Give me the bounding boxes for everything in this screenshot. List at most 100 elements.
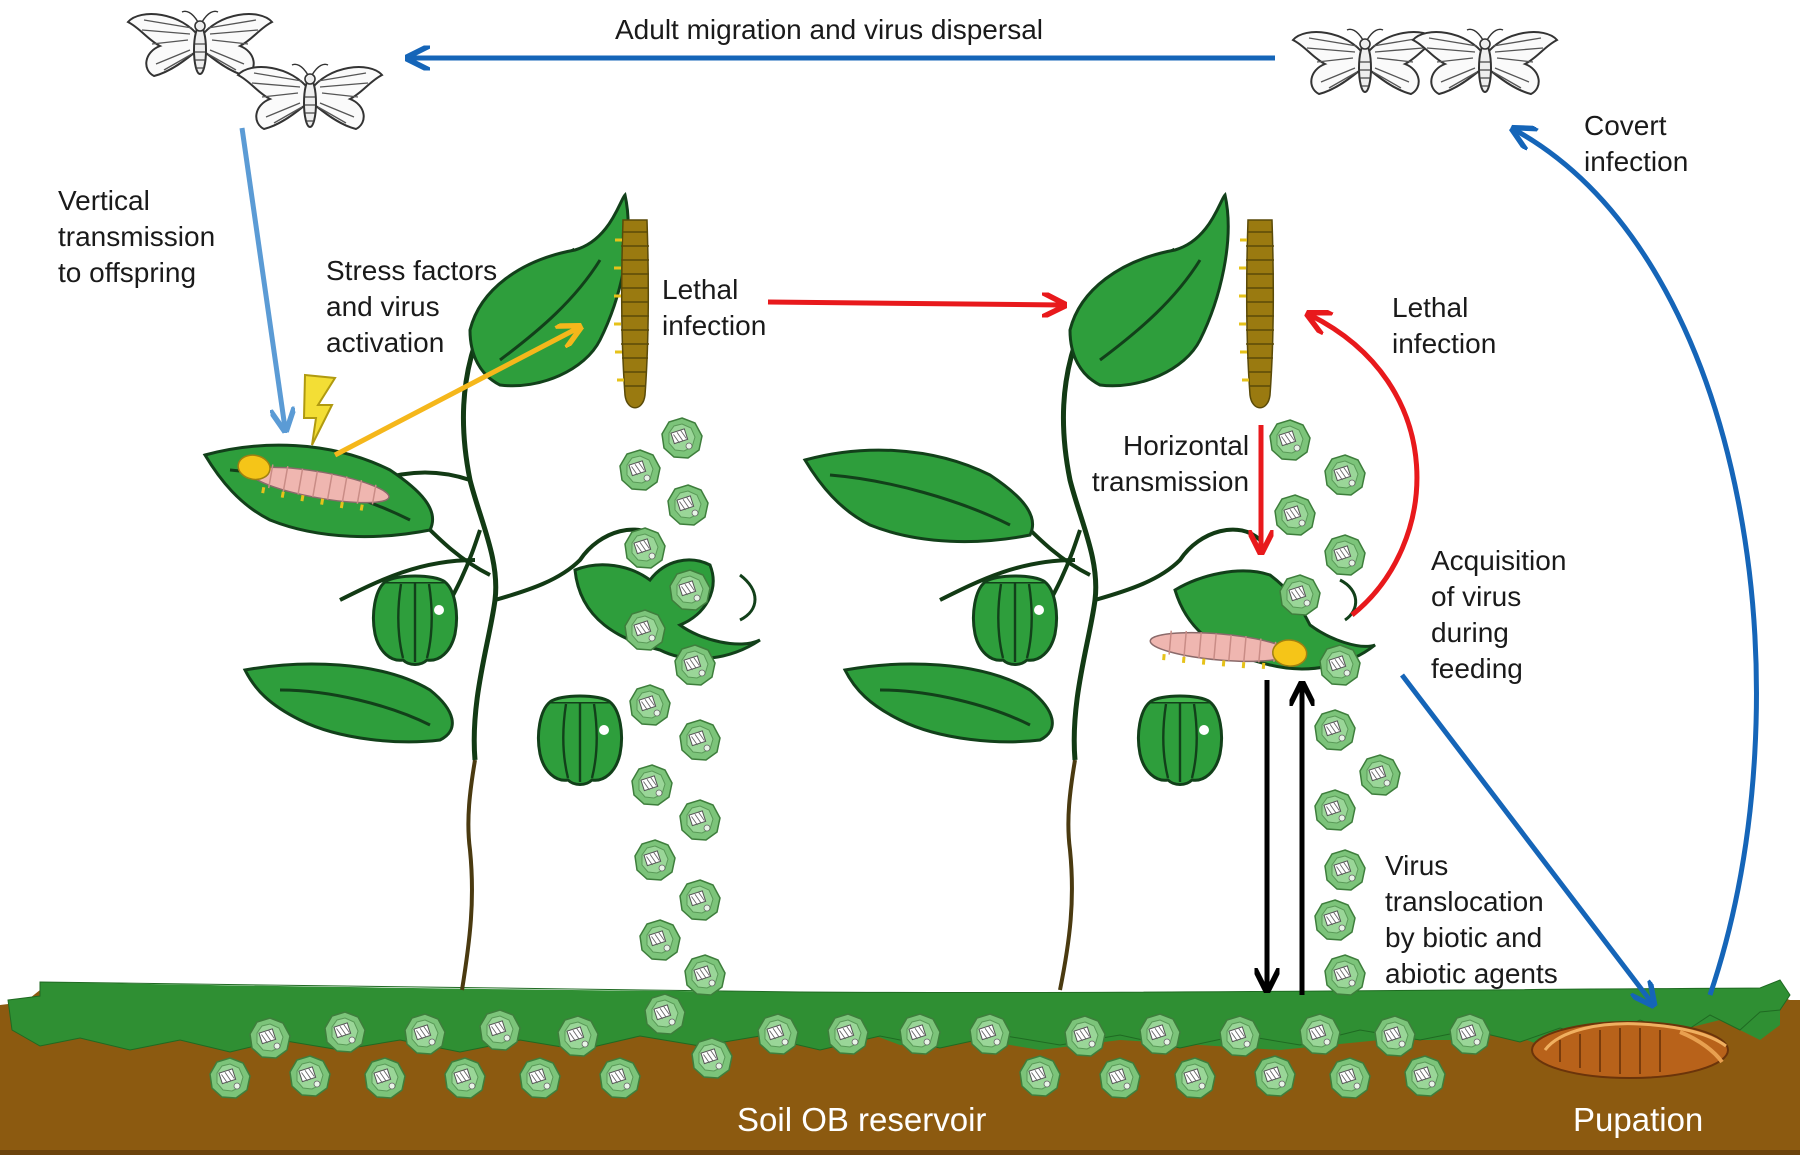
occlusion-body-icon — [1329, 1057, 1371, 1099]
occlusion-body-icon — [364, 1057, 406, 1099]
occlusion-body-icon — [1019, 1055, 1061, 1097]
label-line: to offspring — [58, 257, 197, 288]
label-line: transmission — [58, 221, 216, 252]
label-line: Covert — [1584, 110, 1667, 141]
occlusion-body-icon — [634, 839, 676, 881]
occlusion-body-icon — [1314, 789, 1356, 831]
occlusion-body-icon — [757, 1013, 799, 1055]
occlusion-body-icon — [1324, 954, 1366, 996]
occlusion-body-icon — [619, 449, 661, 491]
occlusion-body-icon — [679, 879, 721, 921]
occlusion-body-icon — [404, 1013, 446, 1055]
occlusion-body-icon — [1274, 494, 1316, 536]
pupa-icon — [1531, 1021, 1729, 1079]
occlusion-body-icon — [1269, 419, 1311, 461]
lethal-right-arrow — [1310, 315, 1420, 617]
occlusion-body-icon — [1314, 899, 1356, 941]
larva-icon — [1147, 626, 1308, 674]
occlusion-body-icon — [289, 1055, 331, 1097]
occlusion-body-icon — [827, 1013, 869, 1055]
label-line: Virus — [1385, 850, 1449, 881]
occlusion-body-icon — [519, 1057, 561, 1099]
acquisition-arrow — [1400, 673, 1652, 1003]
label-line: Vertical — [58, 185, 150, 216]
occlusion-body-icon — [249, 1017, 291, 1059]
label-line: infection — [1584, 146, 1689, 177]
occlusion-body-icon — [679, 799, 721, 841]
translocation-label: Virus translocation by biotic and abioti… — [1385, 848, 1558, 992]
lightning-icon — [302, 373, 337, 446]
occlusion-body-icon — [624, 527, 666, 569]
occlusion-body-icon — [1174, 1057, 1216, 1099]
label-line: infection — [662, 310, 767, 341]
covert-infection-label: Covert infection — [1584, 108, 1688, 180]
migration-label: Adult migration and virus dispersal — [615, 14, 1043, 45]
occlusion-body-icon — [1449, 1013, 1491, 1055]
occlusion-body-icon — [899, 1013, 941, 1055]
leaf-icon — [842, 662, 1054, 744]
larva-icon — [237, 454, 393, 518]
label-line: Lethal — [662, 274, 739, 305]
vertical-arrow — [239, 127, 285, 428]
dead-larva-icon — [1237, 218, 1276, 410]
occlusion-body-icon — [679, 719, 721, 761]
occlusion-body-icon — [1299, 1013, 1341, 1055]
label-line: Lethal — [1392, 292, 1469, 323]
occlusion-body-icon — [674, 644, 716, 686]
lethal-infection-right-label: Lethal infection — [1392, 290, 1496, 362]
occlusion-body-icon — [1404, 1055, 1446, 1097]
label-line: Horizontal — [1123, 430, 1250, 461]
leaf-icon — [573, 558, 761, 661]
right-occlusion-bodies — [1269, 419, 1401, 996]
occlusion-body-icon — [624, 609, 666, 651]
occlusion-body-icon — [669, 569, 711, 611]
covert-arrow — [1515, 130, 1759, 996]
label-line: by biotic and — [1385, 922, 1543, 953]
occlusion-body-icon — [661, 417, 703, 459]
moth-icon — [1412, 28, 1558, 95]
stress-factors-label: Stress factors and virus activation — [326, 253, 497, 361]
label-line: Stress factors — [326, 255, 498, 286]
occlusion-body-icon — [667, 484, 709, 526]
label-line: translocation — [1385, 886, 1544, 917]
left-occlusion-bodies — [619, 417, 726, 996]
stress-arrow — [333, 328, 578, 458]
occlusion-body-icon — [1374, 1015, 1416, 1057]
occlusion-body-icon — [324, 1011, 366, 1053]
occlusion-body-icon — [639, 919, 681, 961]
label-line: abiotic agents — [1385, 958, 1558, 989]
occlusion-body-icon — [1219, 1015, 1261, 1057]
leaf-icon — [1068, 191, 1230, 388]
occlusion-body-icon — [1279, 574, 1321, 616]
occlusion-body-icon — [557, 1015, 599, 1057]
occlusion-body-icon — [1099, 1057, 1141, 1099]
occlusion-body-icon — [209, 1057, 251, 1099]
acquisition-label: Acquisition of virus during feeding — [1431, 543, 1566, 687]
right-plant — [802, 191, 1376, 991]
label-line: of virus — [1431, 581, 1522, 612]
occlusion-body-icon — [644, 993, 686, 1035]
occlusion-body-icon — [444, 1057, 486, 1099]
moth-icon — [127, 10, 273, 77]
occlusion-body-icon — [1064, 1015, 1106, 1057]
moth-icon — [237, 63, 383, 130]
lethal-infection-left-label: Lethal infection — [662, 272, 766, 344]
label-line: Acquisition — [1431, 545, 1567, 576]
occlusion-body-icon — [1139, 1013, 1181, 1055]
occlusion-body-icon — [631, 764, 673, 806]
pepper-icon — [536, 694, 624, 786]
occlusion-body-icon — [1254, 1055, 1296, 1097]
occlusion-body-icon — [691, 1037, 733, 1079]
occlusion-body-icon — [1359, 754, 1401, 796]
label-line: infection — [1392, 328, 1497, 359]
occlusion-body-icon — [599, 1057, 641, 1099]
lethal-left-arrow — [767, 302, 1062, 305]
occlusion-body-icon — [1324, 454, 1366, 496]
vertical-transmission-label: Vertical transmission to offspring — [58, 183, 215, 291]
soil-reservoir-label: Soil OB reservoir — [737, 1101, 987, 1138]
pupation-label: Pupation — [1573, 1101, 1704, 1138]
label-line: and virus — [326, 291, 440, 322]
occlusion-body-icon — [1319, 644, 1361, 686]
occlusion-body-icon — [969, 1013, 1011, 1055]
